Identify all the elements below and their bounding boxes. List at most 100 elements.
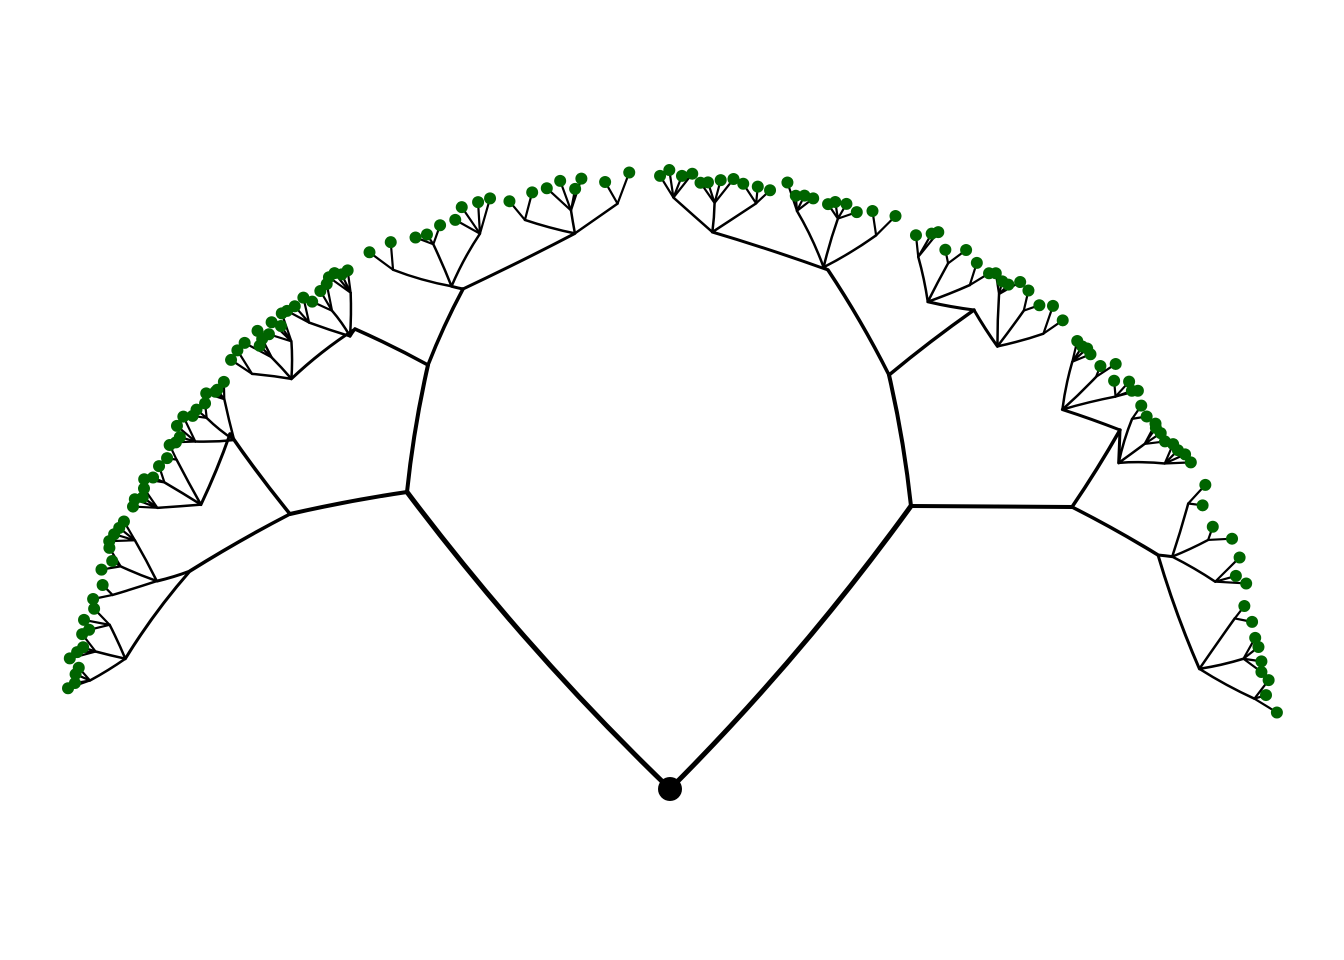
tree-edge: [223, 397, 236, 442]
leaf-node: [764, 184, 777, 197]
leaf-node: [989, 267, 1002, 280]
leaf-node: [932, 226, 945, 239]
tree-edge: [228, 432, 292, 516]
leaf-node: [434, 219, 447, 232]
leaf-node: [96, 578, 109, 591]
leaf-node: [569, 182, 582, 195]
leaf-node: [1196, 499, 1209, 512]
tree-edge: [996, 292, 1001, 348]
tree-edge: [404, 489, 673, 792]
tree-edge: [1117, 460, 1167, 465]
tree-edge: [1060, 408, 1122, 432]
tree-edge: [1198, 667, 1256, 700]
leaf-node: [87, 593, 100, 606]
leaf-node: [199, 397, 212, 410]
leaf-node: [231, 344, 244, 357]
tree-edge: [156, 503, 203, 510]
leaf-node: [751, 180, 764, 193]
leaf-node: [840, 197, 853, 210]
tree-edge: [926, 283, 972, 304]
tree-edge: [391, 268, 453, 288]
leaf-node: [384, 236, 397, 249]
tree-edge: [289, 327, 357, 381]
tree-edge: [887, 308, 976, 377]
leaf-node: [138, 473, 151, 486]
leaf-node: [1033, 299, 1046, 312]
leaf-node: [1002, 278, 1015, 291]
leaf-node: [190, 403, 203, 416]
leaf-node: [409, 231, 422, 244]
leaf-node: [106, 554, 119, 567]
leaf-node: [225, 353, 238, 366]
leaf-node: [701, 176, 714, 189]
leaf-node: [909, 229, 922, 242]
tree-edge: [523, 218, 577, 235]
tree-edge: [288, 490, 409, 516]
leaf-node: [449, 213, 462, 226]
tree-edge: [926, 300, 976, 312]
tree-edge: [1061, 375, 1098, 411]
leaf-node: [714, 174, 727, 187]
leaf-node: [807, 192, 820, 205]
leaf-node: [1123, 375, 1136, 388]
leaf-node: [83, 623, 96, 636]
tree-edge: [426, 287, 465, 367]
leaf-node: [238, 336, 251, 349]
leaf-node: [1094, 359, 1107, 372]
tree-edge: [667, 503, 914, 792]
leaf-node: [1140, 410, 1153, 423]
tree-edge: [1198, 657, 1245, 671]
leaf-node: [1131, 384, 1144, 397]
tree-edge: [826, 268, 891, 377]
tree-edge: [569, 209, 577, 235]
leaf-node: [472, 196, 485, 209]
leaf-node: [363, 246, 376, 259]
leaf-node: [77, 641, 90, 654]
leaf-node: [575, 172, 588, 185]
leaf-node: [1135, 399, 1148, 412]
leaf-node: [117, 515, 130, 528]
leaf-node: [1252, 640, 1265, 653]
leaf-node: [251, 324, 264, 337]
leaf-node: [341, 264, 354, 277]
leaf-node: [136, 491, 149, 504]
tree-edge: [88, 657, 127, 682]
leaf-node: [939, 243, 952, 256]
tree-edge: [108, 623, 127, 660]
leaf-node: [72, 661, 85, 674]
leaf-node: [1233, 551, 1246, 564]
tree-edge: [1070, 428, 1122, 509]
leaf-node: [1255, 665, 1268, 678]
tree-edge: [194, 438, 236, 443]
leaf-node: [889, 210, 902, 223]
tree-edge: [711, 202, 758, 234]
leaf-node: [526, 186, 539, 199]
tree-edge: [909, 504, 1074, 509]
tree-edge: [123, 569, 192, 661]
leaf-node: [262, 328, 275, 341]
leaf-node: [781, 176, 794, 189]
tree-edge: [917, 255, 930, 304]
leaf-node: [265, 316, 278, 329]
leaf-node: [1255, 655, 1268, 668]
tree-edge: [432, 243, 453, 288]
tree-edge: [450, 232, 482, 288]
leaf-node: [177, 410, 190, 423]
tree-edge: [711, 201, 716, 234]
leaf-node: [147, 471, 160, 484]
leaf-node: [170, 419, 183, 432]
tree-edge: [199, 432, 232, 507]
leaf-node: [1046, 299, 1059, 312]
tree-edge: [405, 363, 430, 494]
leaf-node: [455, 201, 468, 214]
leaf-node: [1246, 615, 1259, 628]
tree-edge: [972, 308, 999, 348]
leaf-node: [288, 300, 301, 313]
tree-edge: [1117, 442, 1146, 465]
tree-edges: [66, 168, 1278, 792]
leaf-node: [1109, 357, 1122, 370]
leaf-node: [95, 563, 108, 576]
leaf-node: [737, 177, 750, 190]
tree-edge: [996, 332, 1045, 348]
leaf-node: [200, 387, 213, 400]
